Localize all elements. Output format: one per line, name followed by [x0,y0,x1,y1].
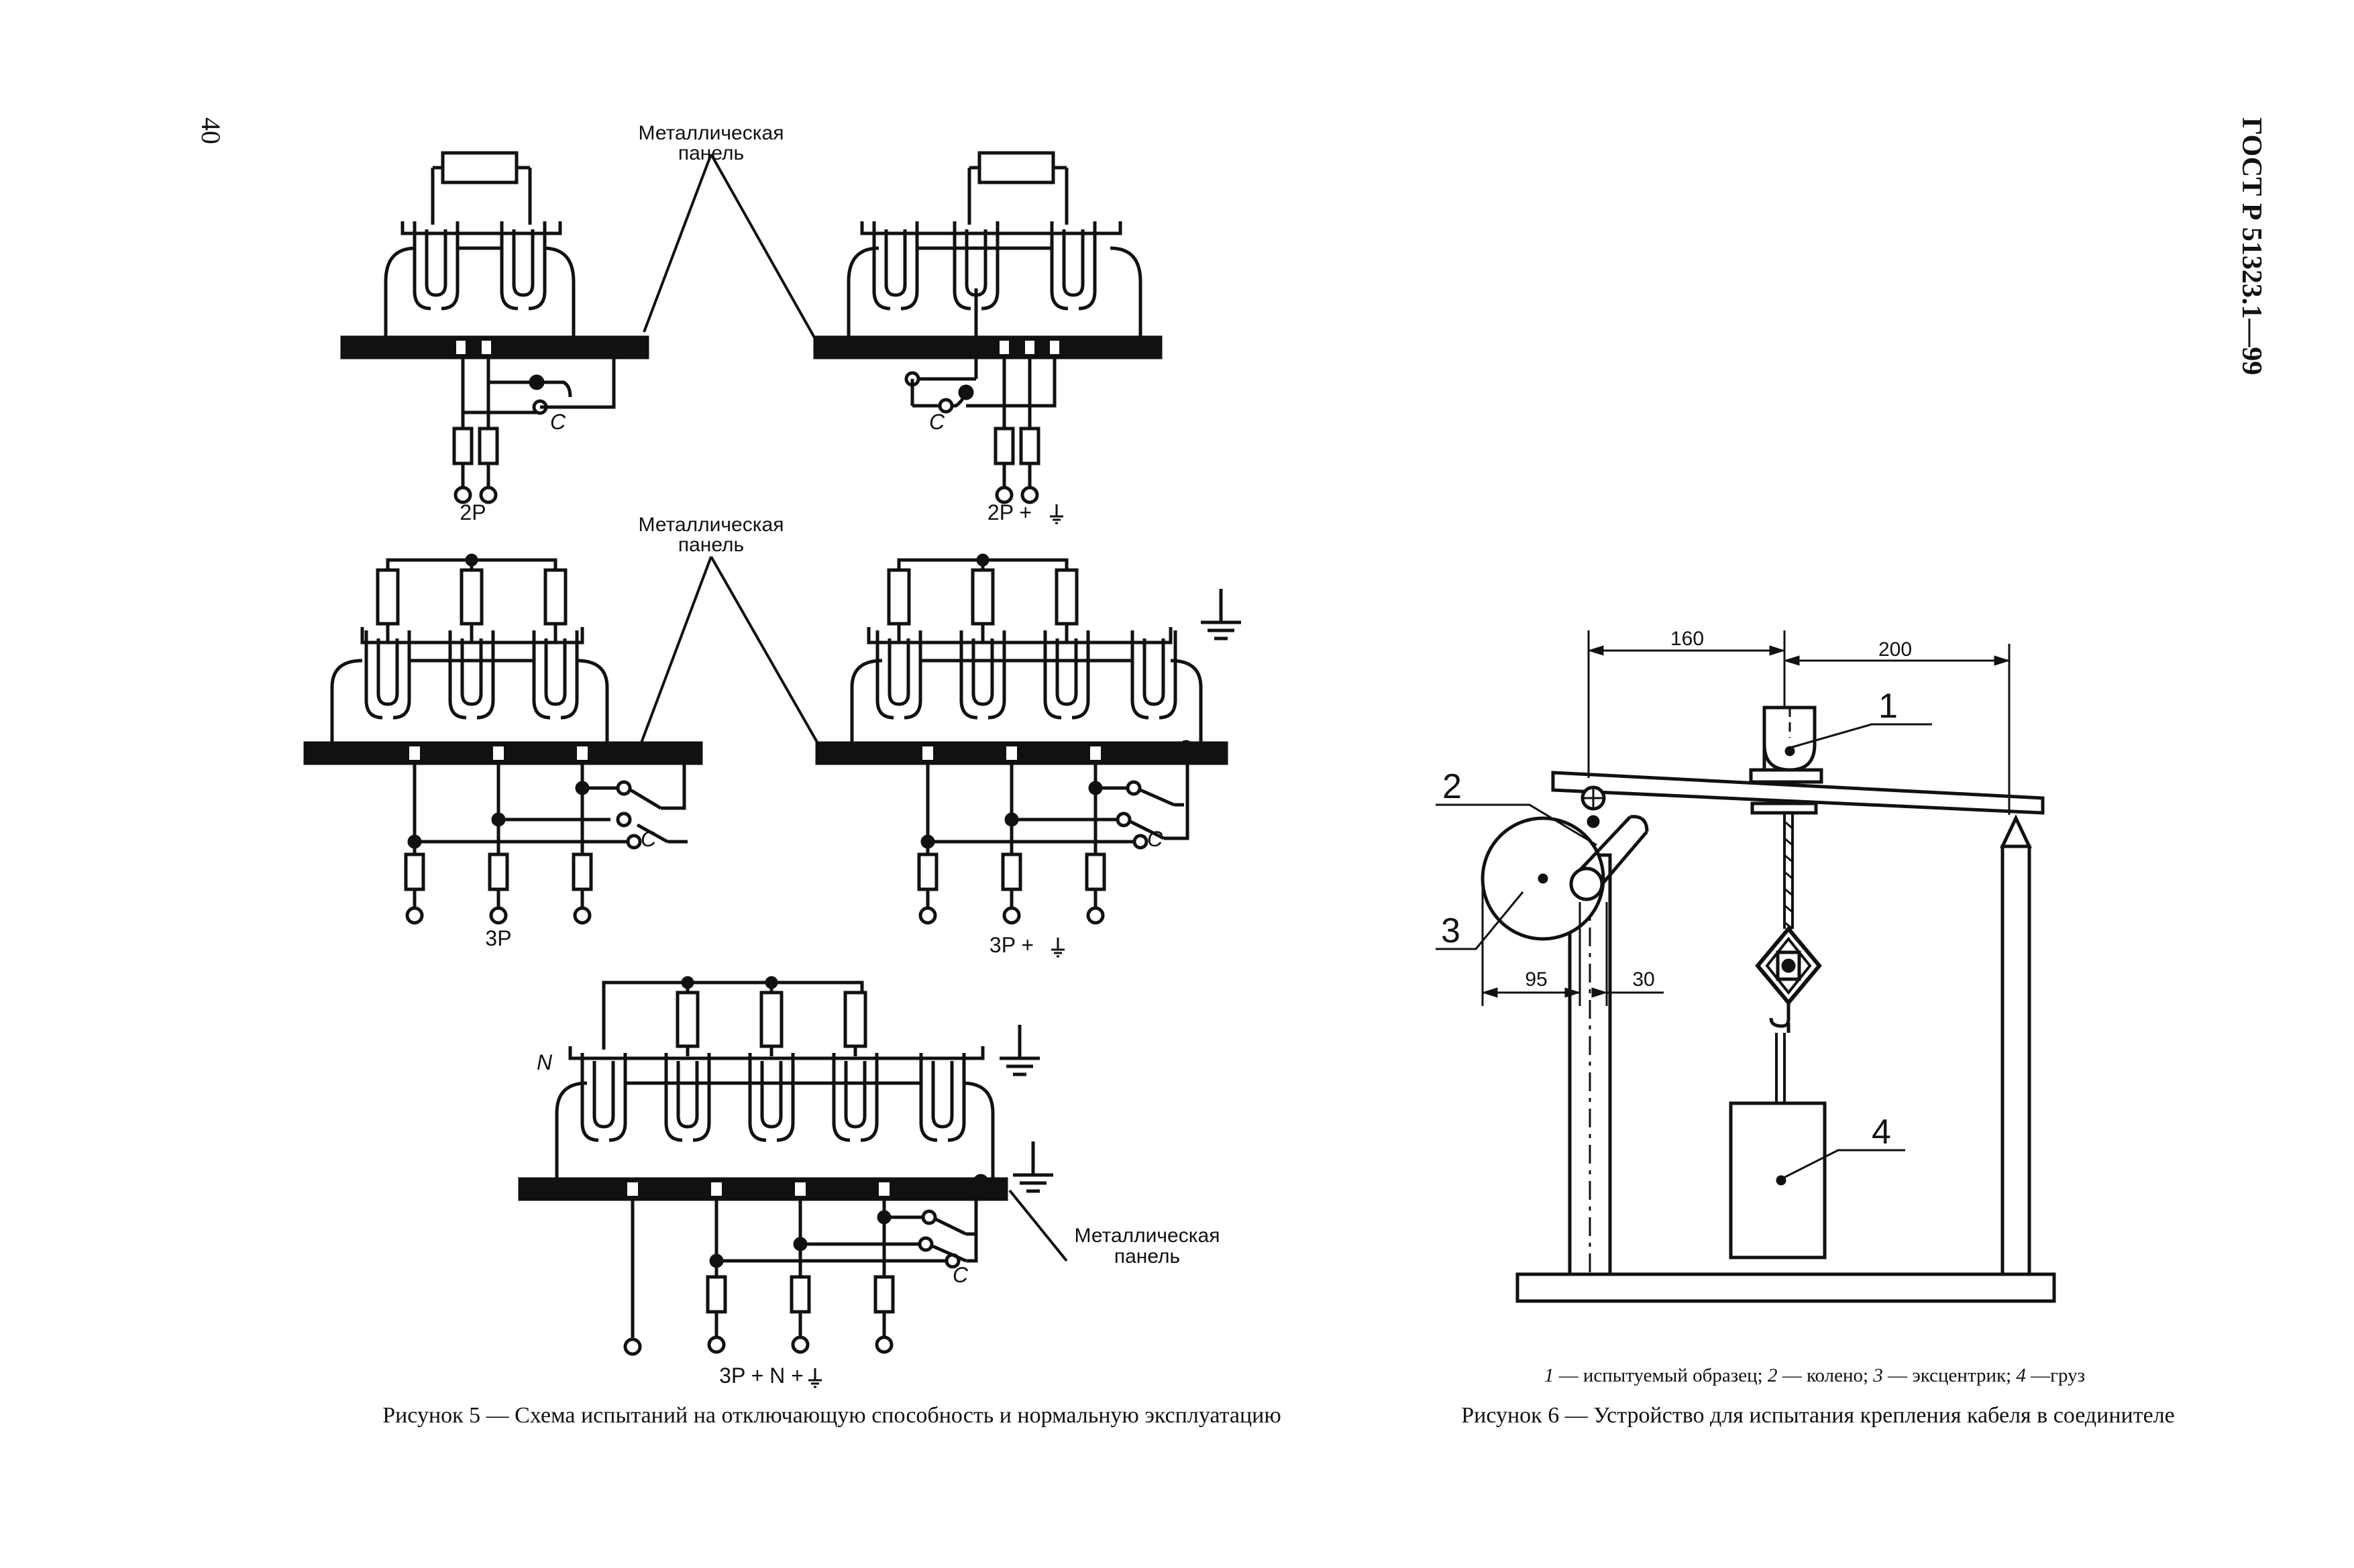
config-label-2p-earth: 2P + [987,500,1032,524]
legend-text-4: —груз [2031,1365,2086,1386]
figure6-legend: 1 — испытуемый образец; 2 — колено; 3 — … [1429,1365,2200,1387]
diagram-2p-earth [813,151,1163,1191]
legend-text-2: — колено; [1782,1365,1869,1386]
dimension-30: 30 [1632,968,1654,991]
part-number-3: 3 [1441,911,1460,950]
legend-text-3: — эксцентрик; [1888,1365,2012,1386]
panel-label-2a: Металлическая [639,514,784,536]
panel-leaders [639,154,1068,1262]
diagram-3p-earth [815,553,1241,923]
diagram-3p [303,553,703,923]
figure6-labels: 160 200 95 30 1 2 3 4 [1441,628,1912,1152]
legend-num-1: 1 [1544,1365,1554,1386]
panel-label-1a: Металлическая [639,122,784,144]
config-label-3p-earth: 3P + [989,933,1034,957]
legend-num-4: 4 [2016,1365,2026,1386]
dimension-95: 95 [1525,968,1547,991]
panel-label-3a: Металлическая [1075,1225,1220,1247]
figure5-labels: Металлическая панель Металлическая панел… [460,122,1220,1388]
part-number-2: 2 [1442,767,1462,806]
part-number-1: 1 [1878,687,1898,726]
neutral-label: N [537,1050,553,1074]
switch-label-3: C [641,827,657,851]
dimension-200: 200 [1878,638,1912,661]
figure6-caption: Рисунок 6 — Устройство для испытания кре… [1461,1403,2175,1428]
diagram-3pn-earth [518,976,1040,1354]
figure5-caption: Рисунок 5 — Схема испытаний на отключающ… [382,1403,1281,1428]
panel-label-2b: панель [678,534,744,556]
panel-label-3b: панель [1114,1245,1180,1268]
config-label-3p: 3P [485,926,511,950]
switch-label-5: C [953,1263,969,1287]
config-label-3pn-earth: 3P + N + [719,1363,804,1388]
part-number-4: 4 [1872,1113,1891,1152]
panel-label-1b: панель [678,142,744,164]
legend-num-3: 3 [1873,1365,1883,1386]
config-earth-marks [808,504,1065,1388]
switch-label-4: C [1147,827,1163,851]
cable-test-apparatus [1436,630,2056,1303]
switch-label-1: C [550,410,566,434]
diagram-2p [340,151,649,502]
config-label-2p: 2P [460,500,486,524]
legend-num-2: 2 [1767,1365,1778,1386]
dimension-160: 160 [1670,628,1704,650]
legend-text-1: — испытуемый образец; [1558,1365,1763,1386]
switch-label-2: C [929,410,945,434]
